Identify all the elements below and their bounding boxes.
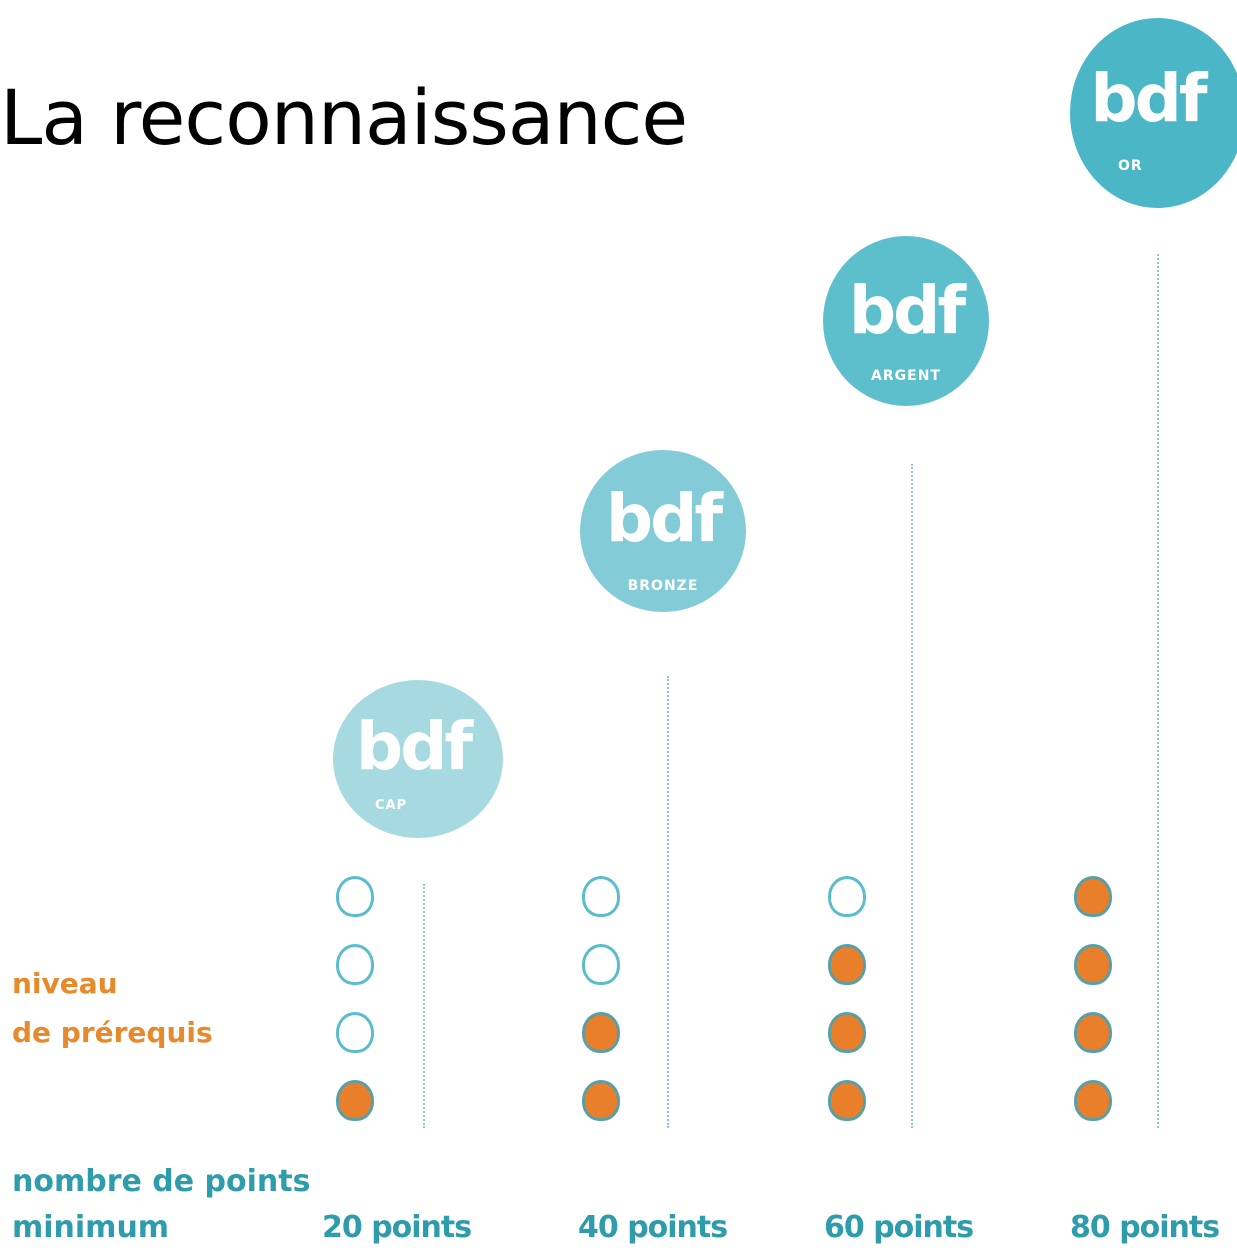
prerequisite-circle-filled bbox=[1074, 876, 1112, 917]
prerequisite-circle-empty bbox=[828, 876, 866, 917]
points-value-or: 80 points bbox=[1070, 1210, 1220, 1245]
points-value-argent: 60 points bbox=[824, 1210, 974, 1245]
badge-argent: bdf ARGENT bbox=[823, 236, 989, 406]
prerequisite-circle-filled bbox=[828, 944, 866, 985]
badge-level-label: BRONZE bbox=[627, 578, 699, 594]
prerequisite-circle-filled bbox=[828, 1080, 866, 1121]
points-label-line1: nombre de points bbox=[12, 1164, 311, 1199]
badge-level-label: CAP bbox=[375, 798, 408, 813]
badge-level-label: ARGENT bbox=[871, 368, 941, 384]
page-title: La reconnaissance bbox=[0, 73, 688, 162]
prerequisite-circle-filled bbox=[1074, 1080, 1112, 1121]
prerequisite-label-line1: niveau bbox=[12, 967, 118, 1000]
level-guide-line bbox=[911, 464, 913, 1128]
badge-cap: bdf CAP bbox=[333, 680, 503, 838]
prerequisite-circle-filled bbox=[582, 1080, 620, 1121]
prerequisite-circle-filled bbox=[582, 1012, 620, 1053]
bdf-logo: bdf bbox=[605, 480, 723, 557]
prerequisite-circle-filled bbox=[1074, 1012, 1112, 1053]
level-guide-line bbox=[1157, 254, 1159, 1128]
level-guide-line bbox=[667, 676, 669, 1128]
bdf-logo: bdf bbox=[355, 708, 473, 785]
level-guide-line bbox=[423, 884, 425, 1128]
prerequisite-circle-filled bbox=[1074, 944, 1112, 985]
bdf-logo: bdf bbox=[1090, 60, 1207, 137]
points-value-bronze: 40 points bbox=[578, 1210, 728, 1245]
badge-level-label: OR bbox=[1118, 158, 1143, 174]
prerequisite-circle-empty bbox=[582, 876, 620, 917]
prerequisite-circle-empty bbox=[336, 944, 374, 985]
prerequisite-circle-empty bbox=[582, 944, 620, 985]
badge-bronze: bdf BRONZE bbox=[580, 450, 746, 612]
prerequisite-circle-empty bbox=[336, 1012, 374, 1053]
prerequisite-circle-filled bbox=[336, 1080, 374, 1121]
badge-or: bdf OR bbox=[1070, 18, 1237, 208]
prerequisite-label-line2: de prérequis bbox=[12, 1016, 213, 1049]
prerequisite-circle-empty bbox=[336, 876, 374, 917]
points-value-cap: 20 points bbox=[322, 1210, 472, 1245]
points-label-line2: minimum bbox=[12, 1210, 170, 1245]
bdf-logo: bdf bbox=[848, 272, 966, 349]
prerequisite-circle-filled bbox=[828, 1012, 866, 1053]
